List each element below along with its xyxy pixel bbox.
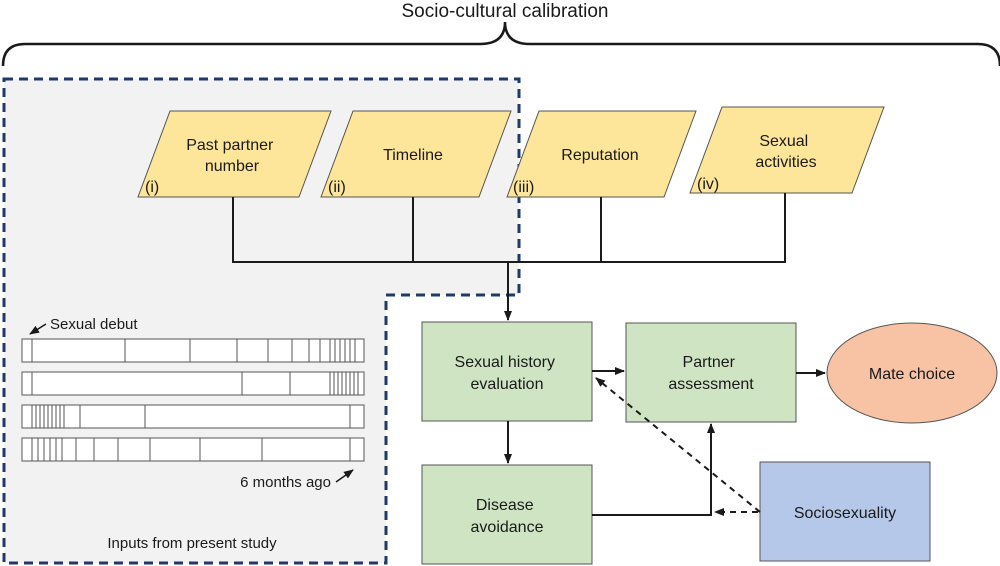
input-label: Timeline (383, 147, 443, 164)
study-inputs-caption: Inputs from present study (107, 535, 277, 552)
input-timeline: (ii) Timeline (320, 110, 512, 198)
timeline-bar (21, 338, 365, 363)
six-months-ago-arrow (335, 469, 354, 483)
input-roman-numeral: (ii) (328, 179, 346, 196)
six-months-ago-label: 6 months ago (240, 474, 331, 491)
input-roman-numeral: (i) (145, 179, 159, 196)
svg-text:Sexual history evaluatio: Sexual history evaluation (455, 354, 560, 393)
svg-text:Sociosexuality: Sociosexuality (794, 505, 896, 522)
node-disease-avoidance: Disease avoidance (421, 464, 593, 565)
node-sociosexuality: Sociosexuality (759, 461, 931, 562)
input-reputation: (iii) Reputation (506, 110, 697, 198)
input-label: Past partner number (186, 137, 278, 175)
process-arrows (504, 367, 826, 516)
input-label: Reputation (561, 147, 638, 164)
node-sexual-history-evaluation: Sexual history evaluation (421, 321, 593, 422)
calibration-brace (1, 21, 1000, 67)
timeline-bars (21, 338, 365, 462)
svg-text:Partner assessment: Partner assessment (668, 354, 754, 393)
input-roman-numeral: (iv) (697, 176, 719, 193)
sexual-debut-arrow (29, 323, 47, 335)
timeline-bar (21, 371, 365, 396)
diagram-title: Socio-cultural calibration (402, 1, 609, 22)
input-connectors (232, 193, 786, 321)
input-roman-numeral: (iii) (513, 179, 534, 196)
sexual-debut-label: Sexual debut (50, 316, 138, 333)
svg-text:Mate choice: Mate choice (869, 366, 955, 383)
input-past-partner-number: (i) Past partner number (137, 110, 332, 198)
node-partner-assessment: Partner assessment (625, 322, 797, 423)
timeline-bar (21, 437, 365, 462)
sociosexuality-dashed-arrows (595, 377, 761, 516)
timeline-bar (21, 404, 365, 429)
node-mate-choice: Mate choice (826, 322, 998, 424)
input-sexual-activities: (iv) Sexual activities (689, 106, 885, 194)
input-label: Sexual activities (755, 133, 816, 171)
svg-text:Disease avoidance: Disease avoidance (471, 497, 544, 536)
